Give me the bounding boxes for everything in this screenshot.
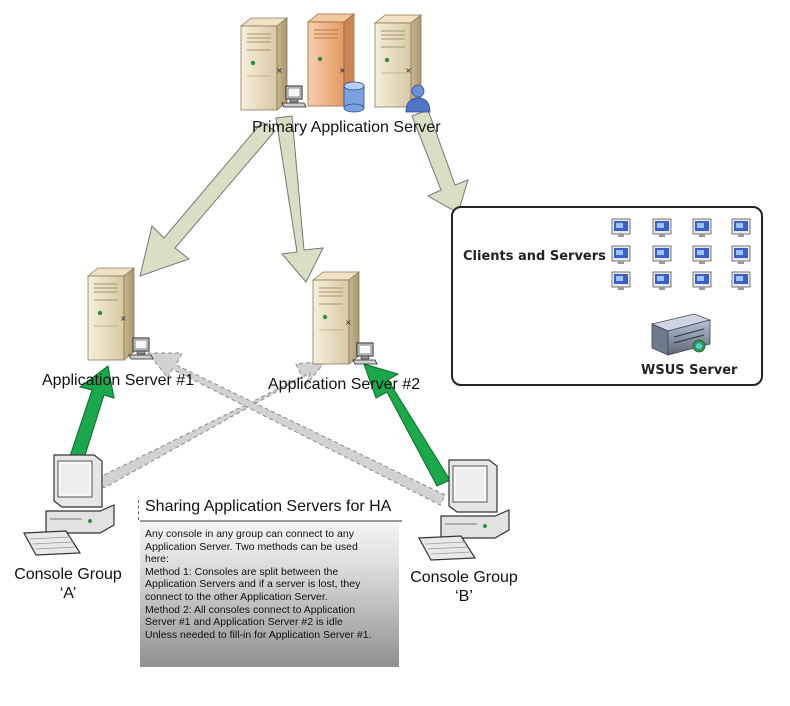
database-icon [343, 81, 365, 113]
arrow-consoleB-to-app2 [363, 363, 451, 487]
console-group-a-label: Console Group ‘A’ [8, 565, 128, 603]
note-line: Server #1 and Application Server #2 is i… [145, 616, 343, 629]
arrow-consoleA-to-app1 [67, 365, 115, 466]
note-line: Method 2: All consoles connect to Applic… [145, 603, 356, 616]
wsus-server-icon [650, 313, 712, 356]
svg-text:×: × [405, 66, 412, 75]
arrow-consoleA-to-app2 [97, 360, 328, 489]
app-server-1-label: Application Server #1 [42, 372, 195, 389]
svg-text:×: × [120, 314, 127, 323]
console-group-b-label: Console Group ‘B’ [404, 568, 524, 606]
note-divider [140, 520, 402, 522]
note-line: Application Servers and if a server is l… [145, 578, 361, 591]
svg-text:×: × [276, 66, 283, 75]
arrow-primary-to-clients [411, 109, 469, 214]
note-body: Any console in any group can connect to … [140, 522, 399, 667]
primary-server-cluster-icon: × × × [240, 13, 431, 113]
note-line: Any console in any group can connect to … [145, 528, 354, 540]
console-group-a-label-line2: ‘A’ [59, 585, 77, 602]
svg-text:×: × [345, 318, 352, 327]
console-group-b-label-line1: Console Group [410, 569, 518, 586]
note-line: connect to the other Application Server. [145, 590, 328, 603]
app-server-1-icon: × [87, 267, 154, 361]
note-line: Unless needed to fill-in for Application… [145, 628, 372, 641]
app-server-2-label: Application Server #2 [268, 376, 421, 393]
console-group-a-label-line1: Console Group [14, 566, 122, 583]
user-icon [405, 84, 431, 113]
wsus-server-label: WSUS Server [641, 363, 738, 378]
client-computer-icon [611, 218, 751, 291]
note-line: here: [145, 553, 169, 566]
note-line: Method 1: Consoles are split between the [145, 565, 339, 578]
console-group-b-label-line2: ‘B’ [455, 588, 473, 605]
note-leader-line [138, 500, 139, 520]
arrow-primary-to-app1 [139, 121, 276, 277]
arrow-consoleB-to-app1 [146, 352, 446, 506]
note-line: Application Server. Two methods can be u… [145, 540, 358, 553]
note-title: Sharing Application Servers for HA [145, 498, 392, 515]
primary-server-label: Primary Application Server [252, 119, 441, 136]
svg-text:×: × [339, 66, 346, 75]
clients-and-servers-title: Clients and Servers [463, 249, 606, 264]
arrow-primary-to-app2 [275, 115, 324, 283]
clients-and-servers-box [451, 206, 763, 386]
app-server-2-icon: × [312, 271, 378, 365]
